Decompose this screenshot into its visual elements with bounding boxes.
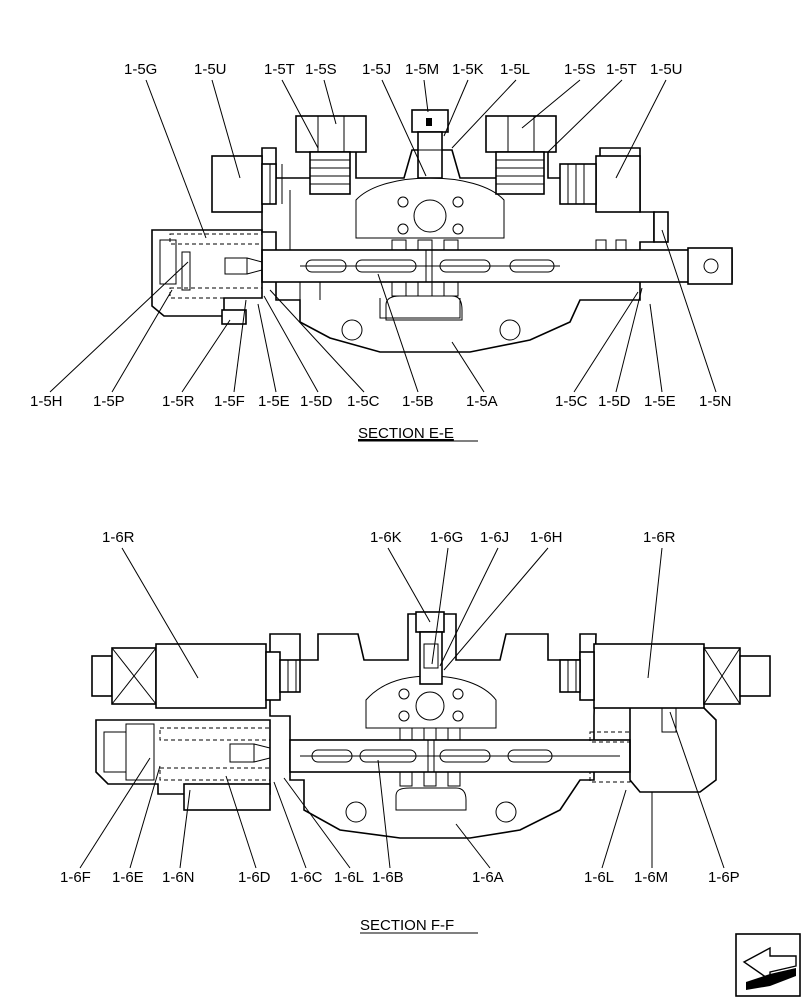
callout-label: 1-5A [466,393,498,410]
callout-label: 1-6A [472,869,504,886]
section-title: SECTION F-F [360,917,454,934]
callout-label: 1-6M [634,869,668,886]
section-e-e-bottom-leaders [49,229,717,393]
callout-label: 1-6G [430,529,463,546]
callout-label: 1-6R [102,529,135,546]
callout-label: 1-5U [194,61,227,78]
callout-label: 1-6P [708,869,740,886]
section-e-e-bottom-labels: 1-5H 1-5P 1-5R 1-5F 1-5E 1-5D 1-5C 1-5B … [30,393,732,410]
callout-label: 1-6F [60,869,91,886]
callout-label: 1-5G [124,61,157,78]
section-f-f-bottom-leaders [79,711,725,869]
section-e-e-top-leaders [145,79,667,239]
callout-label: 1-5R [162,393,195,410]
callout-label: 1-5D [300,393,333,410]
callout-label: 1-6L [584,869,614,886]
previous-page-arrow-icon[interactable] [735,933,801,997]
callout-label: 1-5H [30,393,63,410]
callout-label: 1-5L [500,61,530,78]
callout-label: 1-5N [699,393,732,410]
section-f-f-bottom-labels: 1-6F 1-6E 1-6N 1-6D 1-6C 1-6L 1-6B 1-6A … [60,869,740,886]
callout-label: 1-5C [347,393,380,410]
callout-label: 1-5T [264,61,295,78]
callout-label: 1-5E [258,393,290,410]
callout-label: 1-6L [334,869,364,886]
callout-label: 1-5C [555,393,588,410]
section-f-f-top-labels: 1-6R 1-6K 1-6G 1-6J 1-6H 1-6R [102,529,676,546]
callout-label: 1-6R [643,529,676,546]
callout-label: 1-5U [650,61,683,78]
callout-label: 1-6B [372,869,404,886]
callout-label: 1-6J [480,529,509,546]
callout-label: 1-5J [362,61,391,78]
callout-label: 1-6H [530,529,563,546]
section-e-e-drawing [151,109,733,353]
callout-label: 1-5M [405,61,439,78]
callout-label: 1-5T [606,61,637,78]
callout-label: 1-5S [564,61,596,78]
callout-label: 1-5P [93,393,125,410]
callout-label: 1-5B [402,393,434,410]
callout-label: 1-5S [305,61,337,78]
section-f-f-top-leaders [121,547,663,679]
section-f-f-drawing [91,611,771,839]
callout-label: 1-6D [238,869,271,886]
callout-label: 1-5E [644,393,676,410]
callout-label: 1-5D [598,393,631,410]
callout-label: 1-6K [370,529,402,546]
callout-label: 1-6C [290,869,323,886]
callout-label: 1-5K [452,61,484,78]
callout-label: 1-5F [214,393,245,410]
callout-label: 1-6N [162,869,195,886]
section-title: SECTION E-E [358,425,454,442]
section-e-e-top-labels: 1-5G 1-5U 1-5T 1-5S 1-5J 1-5M 1-5K 1-5L … [124,61,683,78]
callout-label: 1-6E [112,869,144,886]
